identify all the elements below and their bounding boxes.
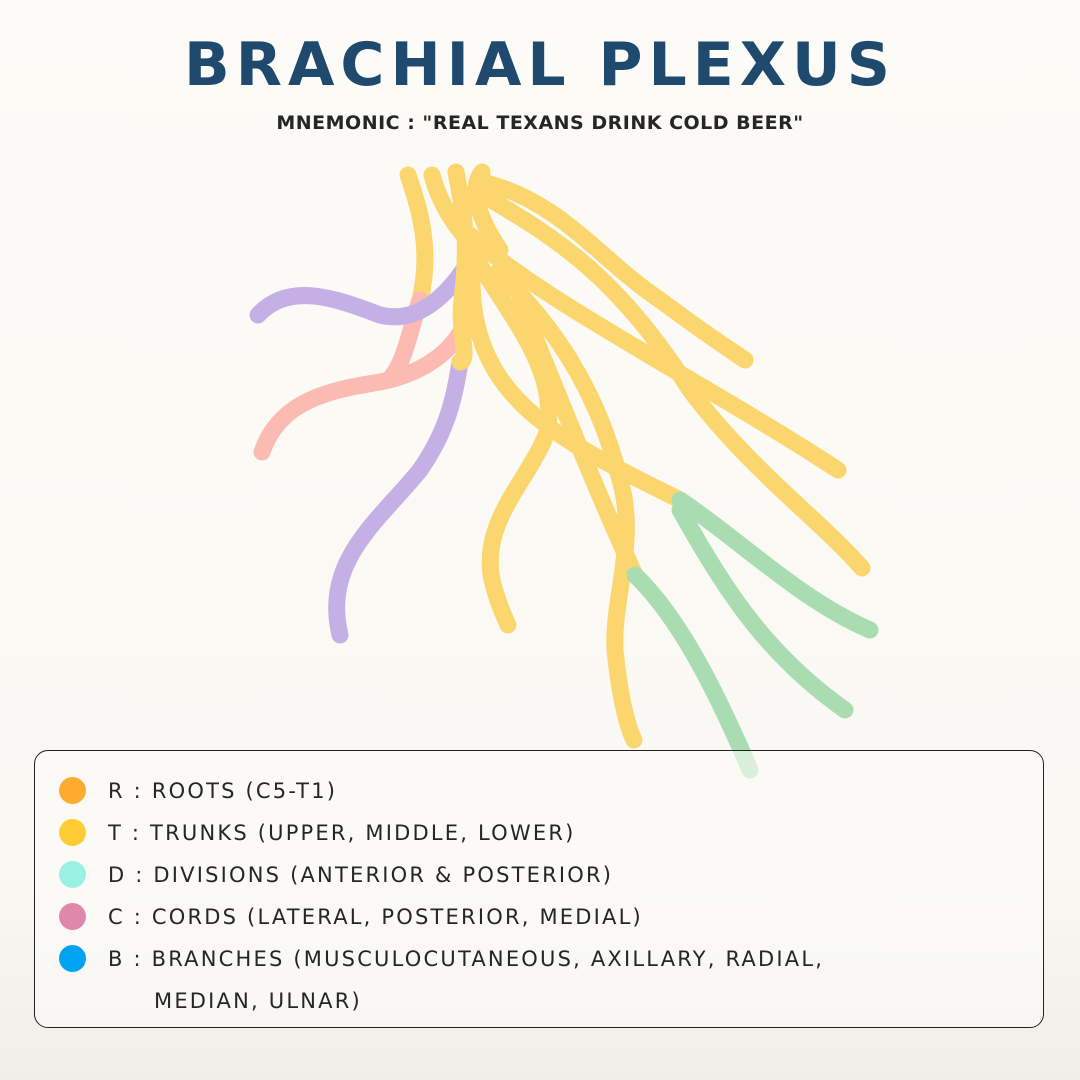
nerve-purple-lower	[328, 353, 469, 644]
legend-item-cords: C : CORDS (LATERAL, POSTERIOR, MEDIAL)	[59, 903, 988, 938]
legend-label-wrap: B : BRANCHES (MUSCULOCUTANEOUS, AXILLARY…	[108, 938, 988, 1022]
nerve-root-1	[399, 166, 434, 309]
mnemonic-subtitle: MNEMONIC : "REAL TEXANS DRINK COLD BEER"	[276, 112, 804, 134]
legend-label-continued: MEDIAN, ULNAR)	[154, 989, 362, 1013]
divisions-color-dot-icon	[59, 861, 86, 888]
nerve-purple-upper	[249, 241, 485, 326]
cords-color-dot-icon	[59, 903, 86, 930]
legend-label: C : CORDS (LATERAL, POSTERIOR, MEDIAL)	[108, 905, 643, 929]
legend-item-divisions: D : DIVISIONS (ANTERIOR & POSTERIOR)	[59, 861, 988, 896]
legend-label: T : TRUNKS (UPPER, MIDDLE, LOWER)	[108, 821, 576, 845]
nerve-long-1	[479, 189, 871, 577]
nerve-radial-green	[671, 501, 854, 719]
nerve-ulnar-green	[626, 566, 759, 779]
branches-color-dot-icon	[59, 945, 86, 972]
roots-color-dot-icon	[59, 777, 86, 804]
nerve-long-2	[461, 226, 847, 479]
nerve-median	[489, 263, 643, 749]
legend-label: D : DIVISIONS (ANTERIOR & POSTERIOR)	[108, 863, 614, 887]
nerve-root-3	[447, 163, 474, 371]
legend-label: R : ROOTS (C5-T1)	[108, 779, 338, 803]
legend-item-branches: B : BRANCHES (MUSCULOCUTANEOUS, AXILLARY…	[59, 945, 988, 1022]
nerve-posterior-trunk	[463, 266, 689, 509]
page-title: BRACHIAL PLEXUS	[184, 30, 896, 100]
legend-box: R : ROOTS (C5-T1) T : TRUNKS (UPPER, MID…	[34, 750, 1044, 1028]
nerve-ulnar-yellow	[511, 291, 644, 584]
legend-item-trunks: T : TRUNKS (UPPER, MIDDLE, LOWER)	[59, 819, 988, 854]
legend-item-roots: R : ROOTS (C5-T1)	[59, 777, 988, 812]
legend-label: B : BRANCHES (MUSCULOCUTANEOUS, AXILLARY…	[108, 947, 825, 971]
nerve-axillary-green	[671, 491, 879, 639]
trunks-color-dot-icon	[59, 819, 86, 846]
nerve-upper-trunk	[473, 173, 754, 369]
nerve-musculocutaneous	[469, 253, 558, 634]
